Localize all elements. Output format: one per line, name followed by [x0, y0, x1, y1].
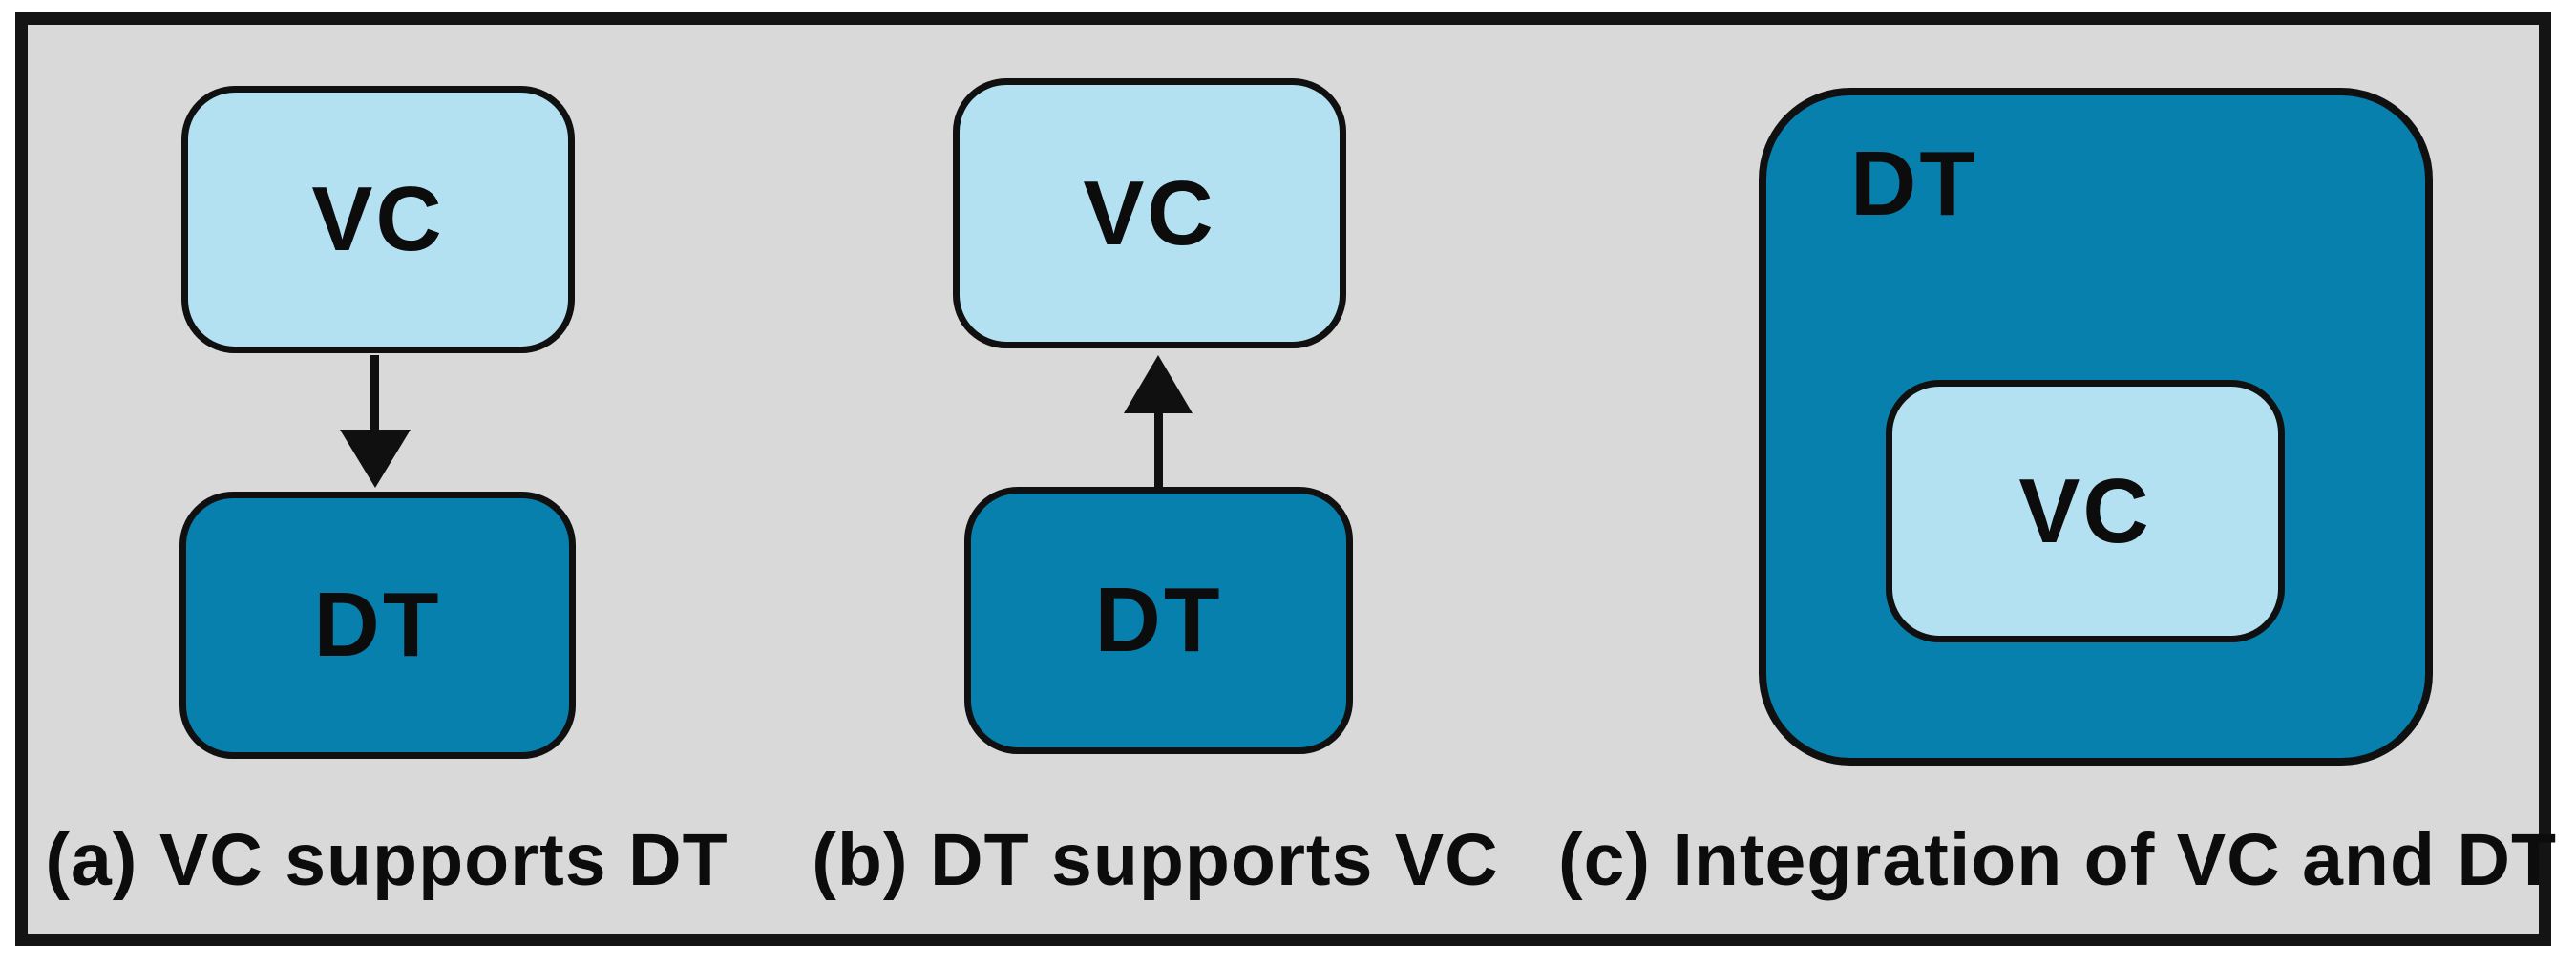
panel-c-dt-label: DT — [1850, 133, 1978, 235]
panel-b-caption: (b) DT supports VC — [812, 818, 1499, 901]
panel-b-dt-label: DT — [1094, 569, 1223, 671]
panel-c-caption: (c) Integration of VC and DT — [1557, 818, 2558, 901]
arrow-up-icon — [1124, 355, 1193, 413]
panel-a-caption: (a) VC supports DT — [45, 818, 728, 901]
panel-a-vc-label: VC — [311, 168, 445, 270]
panel-a-vc-box: VC — [181, 86, 575, 353]
panel-a-dt-label: DT — [313, 574, 442, 676]
arrow-down-icon — [340, 430, 411, 488]
panel-b-vc-box: VC — [953, 78, 1346, 348]
panel-b-dt-box: DT — [964, 487, 1353, 754]
panel-c-vc-inner-box: VC — [1886, 380, 2285, 642]
arrow-down-stem — [370, 355, 379, 433]
panel-a-dt-box: DT — [179, 492, 576, 759]
panel-b-vc-label: VC — [1083, 161, 1216, 264]
panel-c-vc-label: VC — [2018, 459, 2152, 562]
arrow-up-stem — [1154, 409, 1163, 491]
